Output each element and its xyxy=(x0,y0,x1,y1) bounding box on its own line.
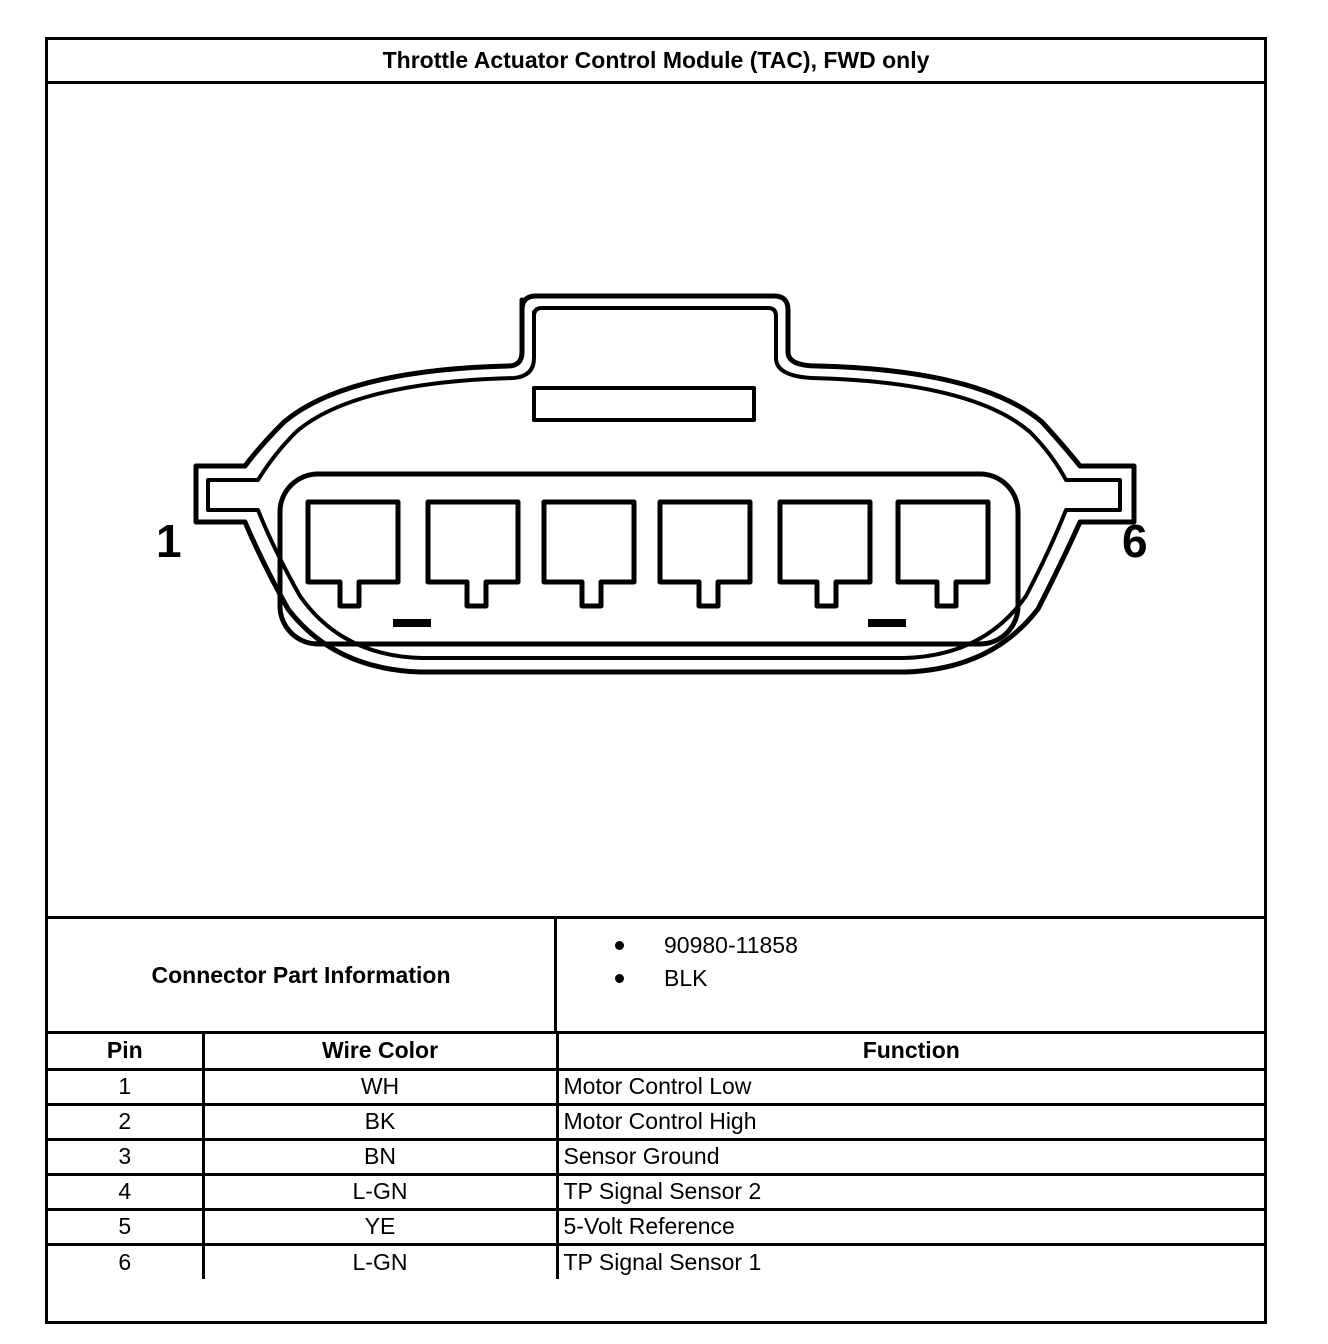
wire-color: WH xyxy=(201,1067,559,1106)
pin-function: Motor Control Low xyxy=(555,1067,1264,1106)
bullet-icon xyxy=(615,974,624,983)
table-row: 2 BK Motor Control High xyxy=(48,1102,1264,1141)
title-text: Throttle Actuator Control Module (TAC), … xyxy=(382,47,930,73)
wire-color: BK xyxy=(201,1102,559,1141)
page-title: Throttle Actuator Control Module (TAC), … xyxy=(48,40,1264,84)
part-info-item: 90980-11858 xyxy=(557,929,1264,962)
pin-number: 1 xyxy=(48,1067,205,1106)
pin-function: 5-Volt Reference xyxy=(555,1207,1264,1246)
connector-part-info: Connector Part Information 90980-11858 B… xyxy=(48,916,1264,1034)
latch-window xyxy=(532,386,756,422)
pin-number: 4 xyxy=(48,1172,205,1211)
header-function: Function xyxy=(555,1034,1264,1071)
wire-color: L-GN xyxy=(201,1172,559,1211)
wire-color: L-GN xyxy=(201,1242,559,1279)
wire-color: BN xyxy=(201,1137,559,1176)
pin-table-header: Pin Wire Color Function xyxy=(48,1034,1264,1071)
table-row: 1 WH Motor Control Low xyxy=(48,1067,1264,1106)
connector-sheet: Throttle Actuator Control Module (TAC), … xyxy=(45,37,1267,1324)
pin-number: 5 xyxy=(48,1207,205,1246)
pin-function: Motor Control High xyxy=(555,1102,1264,1141)
terminal-2 xyxy=(425,499,521,609)
wire-color: YE xyxy=(201,1207,559,1246)
pin-table: Pin Wire Color Function 1 WH Motor Contr… xyxy=(48,1034,1264,1279)
terminal-1 xyxy=(305,499,401,609)
terminal-4 xyxy=(657,499,753,609)
table-row: 5 YE 5-Volt Reference xyxy=(48,1207,1264,1246)
part-info-item: BLK xyxy=(557,962,1264,995)
housing-outer xyxy=(193,293,1137,675)
table-row: 4 L-GN TP Signal Sensor 2 xyxy=(48,1172,1264,1211)
connector-diagram: 1 6 xyxy=(48,84,1264,916)
part-info-list: 90980-11858 BLK xyxy=(557,919,1264,1041)
part-info-label: Connector Part Information xyxy=(48,919,557,1031)
table-row: 6 L-GN TP Signal Sensor 1 xyxy=(48,1242,1264,1279)
table-row: 3 BN Sensor Ground xyxy=(48,1137,1264,1176)
terminal-5 xyxy=(777,499,873,609)
connector-face xyxy=(48,84,1264,916)
pin-number: 6 xyxy=(48,1242,205,1279)
bullet-icon xyxy=(615,941,624,950)
terminal-3 xyxy=(541,499,637,609)
header-wire-color: Wire Color xyxy=(201,1034,559,1071)
header-pin: Pin xyxy=(48,1034,205,1071)
pin-6-label: 6 xyxy=(1122,515,1148,567)
pin-number: 3 xyxy=(48,1137,205,1176)
terminal-row xyxy=(305,499,991,609)
terminal-cavity-frame xyxy=(277,471,1021,647)
pin-function: Sensor Ground xyxy=(555,1137,1264,1176)
housing-inner xyxy=(206,306,1122,660)
terminal-6 xyxy=(895,499,991,609)
pin-function: TP Signal Sensor 1 xyxy=(555,1242,1264,1279)
polarity-mark-left xyxy=(393,619,431,627)
polarity-mark-right xyxy=(868,619,906,627)
pin-number: 2 xyxy=(48,1102,205,1141)
pin-function: TP Signal Sensor 2 xyxy=(555,1172,1264,1211)
pin-1-label: 1 xyxy=(156,515,182,567)
